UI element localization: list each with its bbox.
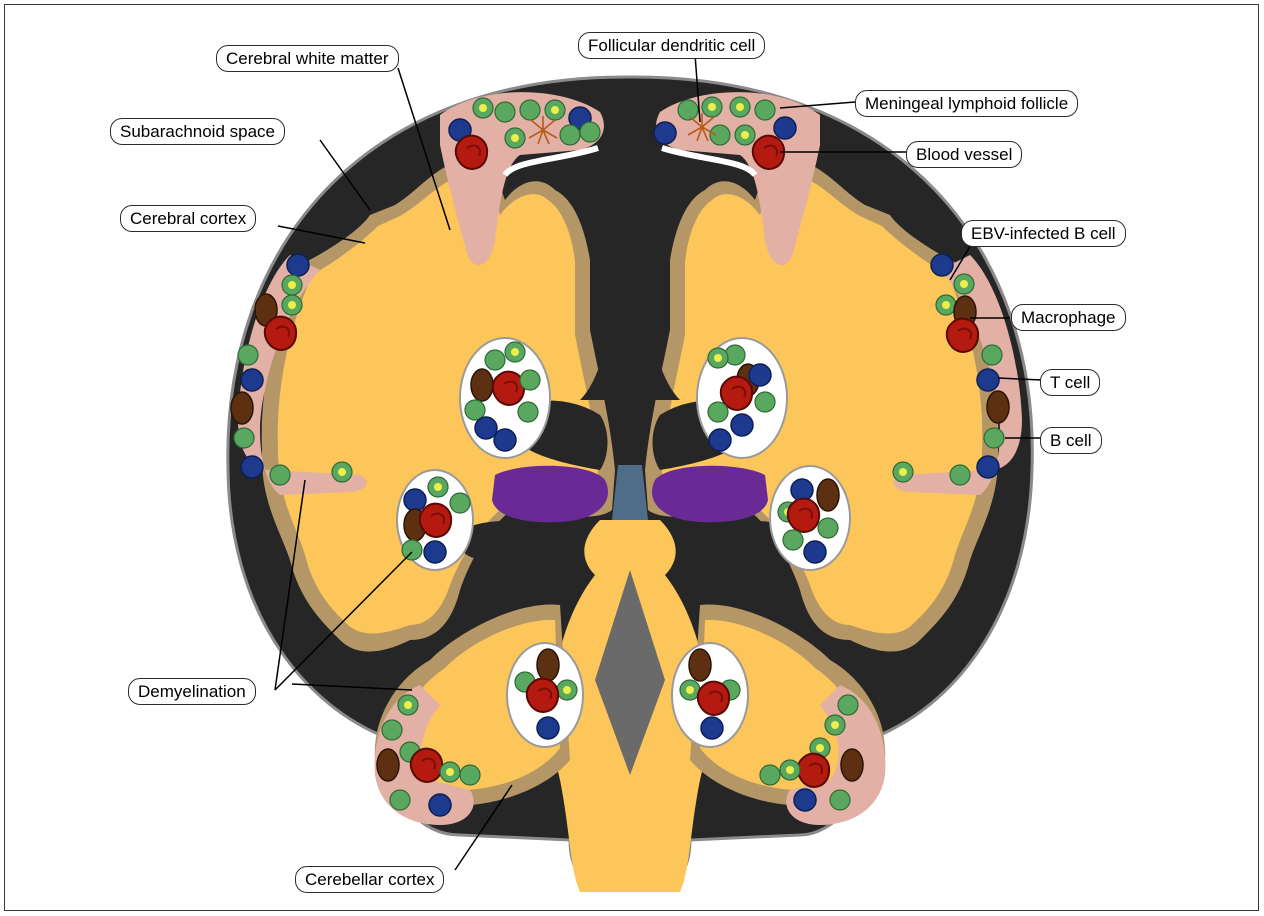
right-basal-ganglion	[652, 466, 768, 522]
label-b-cell: B cell	[1040, 427, 1102, 454]
label-ebv-infected-b-cell: EBV-infected B cell	[961, 220, 1126, 247]
label-t-cell: T cell	[1040, 369, 1100, 396]
label-cerebellar-cortex: Cerebellar cortex	[295, 866, 444, 893]
label-demyelination: Demyelination	[128, 678, 256, 705]
label-subarachnoid-space: Subarachnoid space	[110, 118, 285, 145]
label-cerebral-white-matter: Cerebral white matter	[216, 45, 399, 72]
perivascular-lesion-lower-right	[770, 466, 850, 570]
perivascular-lesion-cerebellar-left	[507, 643, 583, 747]
third-ventricle	[612, 465, 648, 520]
label-macrophage: Macrophage	[1011, 304, 1126, 331]
label-meningeal-lymphoid-follicle: Meningeal lymphoid follicle	[855, 90, 1078, 117]
label-cerebral-cortex: Cerebral cortex	[120, 205, 256, 232]
left-basal-ganglion	[492, 466, 608, 522]
perivascular-lesion-cerebellar-right	[672, 643, 748, 747]
label-blood-vessel: Blood vessel	[906, 141, 1022, 168]
perivascular-lesion-upper-left	[460, 338, 550, 458]
label-follicular-dendritic-cell: Follicular dendritic cell	[578, 32, 765, 59]
perivascular-lesion-upper-right	[697, 338, 787, 458]
